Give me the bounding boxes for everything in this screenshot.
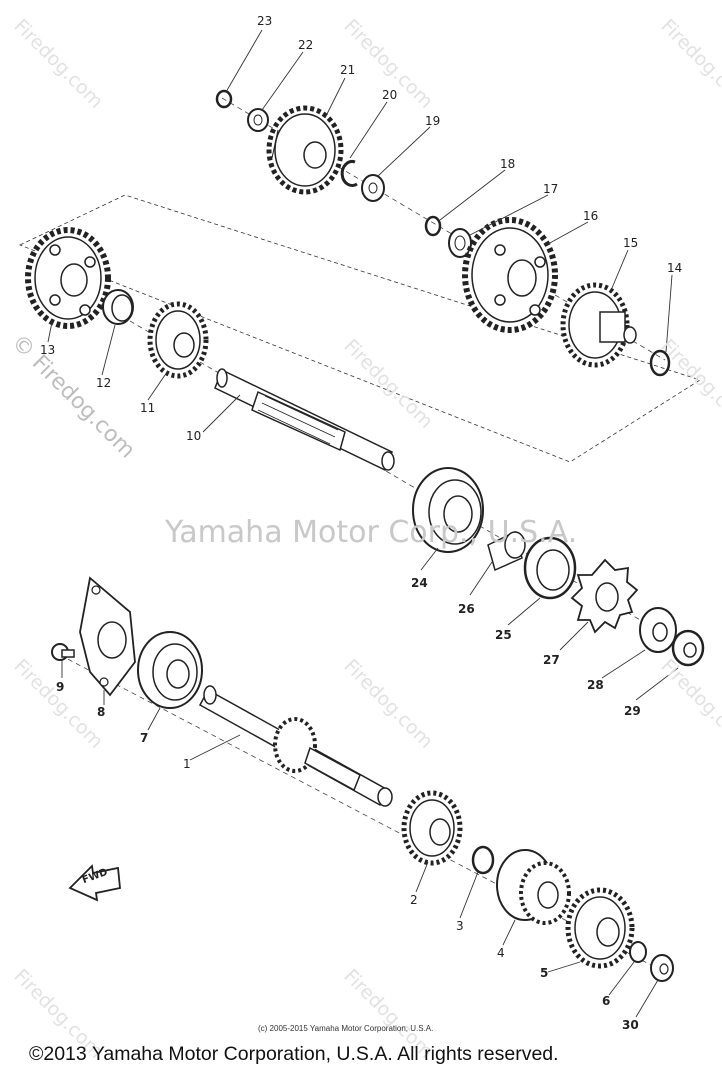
part-label: 26 [458,602,475,616]
part-8-bearing-plate [79,576,136,697]
part-label: 15 [623,236,639,250]
part-label: 4 [497,946,505,960]
part-12-bushing [102,289,134,325]
part-20-circlip [340,160,358,187]
part-label: 1 [183,757,191,771]
part-19-washer [361,174,385,202]
part-30-collar [650,954,674,982]
part-label: 20 [382,88,398,102]
part-label: 19 [425,114,441,128]
part-label: 18 [500,157,516,171]
part-label: 30 [622,1018,639,1032]
lower-axis-line [59,654,671,976]
assembly-outline [18,194,701,463]
part-4-gear [496,849,571,925]
part-label: 6 [602,994,611,1008]
part-15-gear [560,282,637,368]
part-label: 10 [186,429,202,443]
part-6-washer [629,941,647,963]
part-9-screw [51,643,75,661]
part-29-nut [671,629,705,667]
small-copyright: (c) 2005-2015 Yamaha Motor Corporation, … [258,1024,434,1033]
part-3-circlip [471,845,495,875]
part-7-bearing [137,631,203,709]
part-27-sprocket [570,558,639,634]
part-14-circlip [649,349,671,377]
part-label: 24 [411,576,428,590]
part-2-gear [401,790,463,866]
part-label: 27 [543,653,560,667]
part-11-gear [147,301,209,379]
part-21-gear [266,105,344,195]
part-label: 17 [543,182,559,196]
part-5-gear [565,887,635,969]
part-label: 16 [583,209,599,223]
part-18-circlip [424,215,442,237]
part-label: 14 [667,261,683,275]
part-23-circlip [215,89,233,109]
part-label: 9 [56,680,65,694]
part-28-lock-washer [639,607,677,653]
part-label: 23 [257,14,273,28]
part-16-gear [462,217,558,333]
leader-lines [47,29,679,1018]
part-label: 28 [587,678,604,692]
part-10-main-axle [214,368,395,472]
part-22-washer [247,108,269,132]
part-label: 5 [540,966,549,980]
part-label: 25 [495,628,512,642]
part-label: 3 [456,919,464,933]
part-label: 13 [40,343,56,357]
part-24-bearing [412,467,484,553]
part-label: 12 [96,376,112,390]
part-26-collar [487,530,526,572]
part-label: 22 [298,38,314,52]
part-label: 29 [624,704,641,718]
part-13-gear [25,227,111,329]
part-1-main-axle [198,685,393,807]
part-label: 21 [340,63,356,77]
footer-copyright: ©2013 Yamaha Motor Corporation, U.S.A. A… [29,1043,559,1065]
part-25-oil-seal [523,536,577,600]
part-label: 2 [410,893,418,907]
part-label: 11 [140,401,156,415]
part-17-washer [448,228,472,258]
fwd-arrow-icon [68,864,121,902]
part-label: 8 [97,705,106,719]
center-watermark: Yamaha Motor Corp., U.S.A. [165,515,578,550]
part-label: 7 [140,731,149,745]
